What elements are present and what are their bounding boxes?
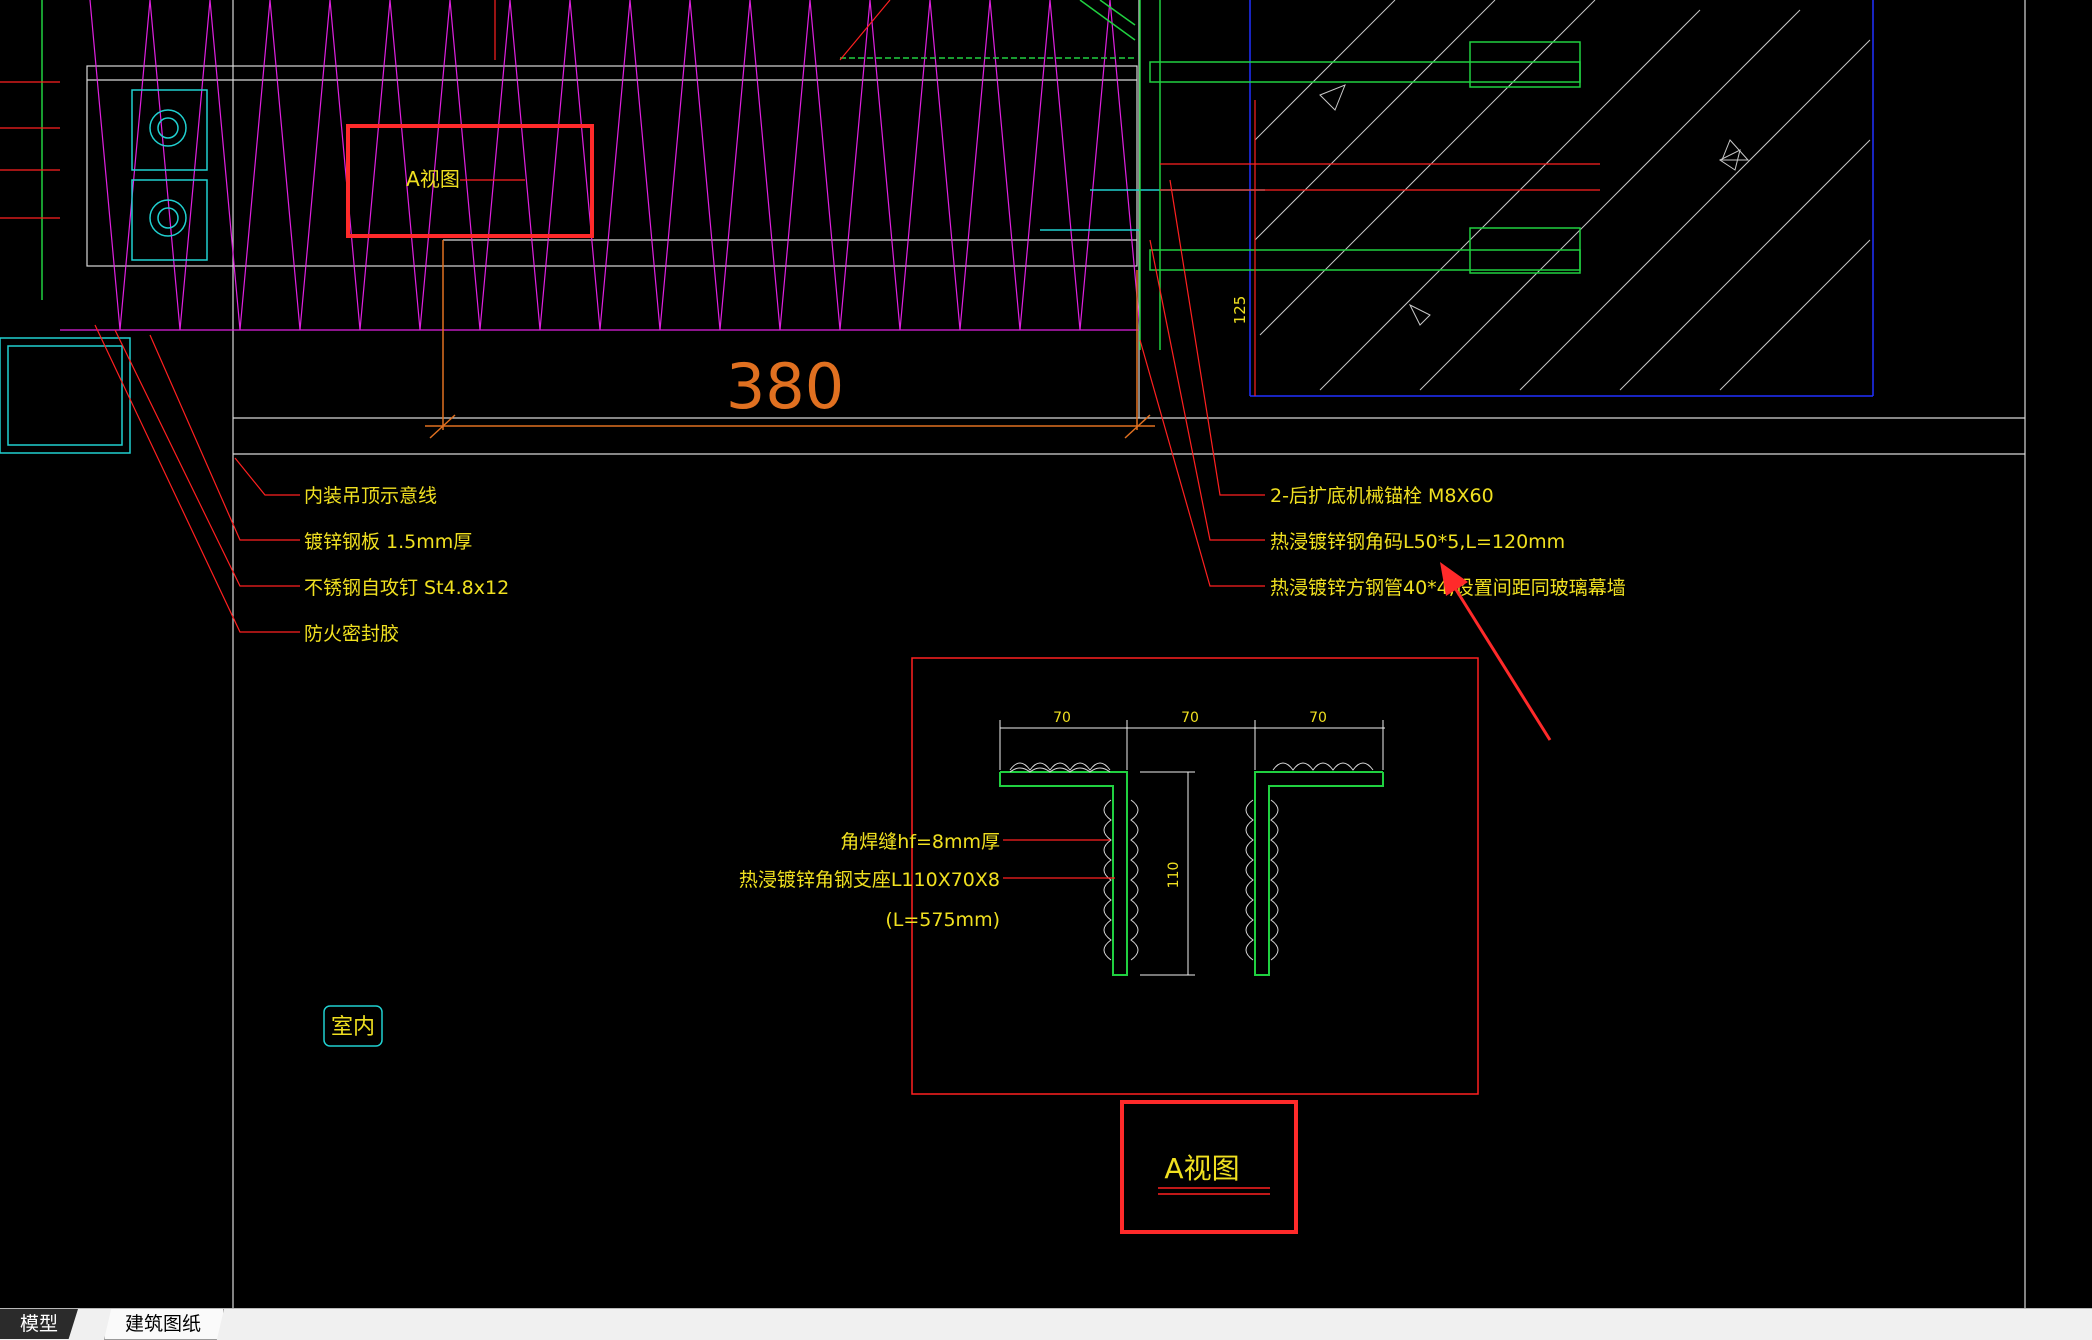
detail-label-angle: 热浸镀锌角钢支座L110X70X8 <box>739 869 1000 891</box>
anchors <box>41 0 1581 350</box>
detail-frame <box>911 657 1479 1095</box>
cad-drawing-svg: 380 125 A视图 内装吊顶示意线 镀锌钢板 1.5mm厚 不锈钢自攻钉 S… <box>0 0 2026 1308</box>
indoor-label-box <box>323 1005 383 1047</box>
detail-dim-1: 70 <box>1053 710 1071 726</box>
tab-architectural-drawings[interactable]: 建筑图纸 <box>104 1309 225 1340</box>
callout-fire-sealant: 防火密封胶 <box>304 623 399 645</box>
cad-drawing-canvas[interactable]: 380 125 A视图 内装吊顶示意线 镀锌钢板 1.5mm厚 不锈钢自攻钉 S… <box>0 0 2092 1308</box>
dimension-380 <box>425 240 1155 439</box>
dimension-380-text: 380 <box>726 350 844 423</box>
weld-beads <box>1009 762 1374 961</box>
callout-leaders <box>94 179 1265 633</box>
detail-leaders <box>1003 839 1115 879</box>
layout-tab-bar: 模型 建筑图纸 <box>0 1308 2092 1340</box>
callout-steel-plate: 镀锌钢板 1.5mm厚 <box>304 531 472 553</box>
dimension-125-text: 125 <box>1231 296 1249 325</box>
callout-anchor-bolt: 2-后扩底机械锚栓 M8X60 <box>1270 485 1494 507</box>
callout-screw: 不锈钢自攻钉 St4.8x12 <box>304 577 509 599</box>
detail-label-weld: 角焊缝hf=8mm厚 <box>840 831 1000 853</box>
angle-steel-left <box>999 771 1128 976</box>
detail-dimensions <box>999 720 1385 976</box>
red-leaders <box>0 0 1600 396</box>
frame-lines <box>86 0 2026 1308</box>
view-a-label-top: A视图 <box>406 167 460 191</box>
concrete-hatch <box>1254 0 1871 391</box>
insulation-pattern <box>60 0 1141 331</box>
angle-steel-right <box>1254 771 1384 976</box>
detail-dim-side: 110 <box>1166 862 1182 889</box>
indoor-label: 室内 <box>331 1015 375 1040</box>
callout-angle-bracket: 热浸镀锌钢角码L50*5,L=120mm <box>1270 531 1565 553</box>
view-a-title-bottom: A视图 <box>1164 1152 1239 1185</box>
wall-boundary <box>1249 0 1874 397</box>
tab-model[interactable]: 模型 <box>0 1309 78 1339</box>
annotation-arrow <box>1440 562 1552 741</box>
view-a-highlight-bottom <box>1120 1100 1298 1234</box>
detail-dim-2: 70 <box>1181 710 1199 726</box>
view-title-underline <box>1158 1187 1270 1195</box>
callout-ceiling-line: 内装吊顶示意线 <box>304 485 437 507</box>
detail-label-length: (L=575mm) <box>885 909 1000 931</box>
view-a-highlight-top <box>346 124 594 238</box>
detail-dim-3: 70 <box>1309 710 1327 726</box>
